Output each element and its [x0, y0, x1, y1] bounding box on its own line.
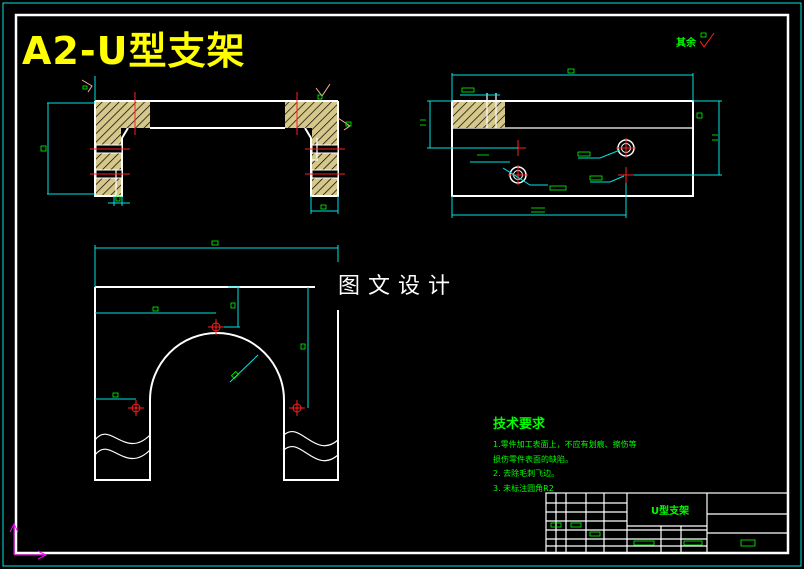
roughness-symbol-icon: [699, 32, 715, 48]
tech-requirements: 技术要求 1.零件加工表面上，不应有划痕、擦伤等 损伤零件表面的缺陷。 2. 去…: [493, 416, 637, 493]
tech-requirement-item-3: 2. 去除毛刺飞边。: [493, 468, 559, 478]
inner-border: [14, 13, 790, 555]
roughness-note-label: 其余: [676, 36, 697, 49]
section-hatch-left-top: [96, 102, 150, 128]
side-view: [420, 68, 722, 218]
section-hatch-right-leg: [312, 128, 337, 195]
tech-requirement-item-4: 3. 未标注圆角R2: [493, 483, 554, 493]
title-block: U型支架: [545, 492, 789, 554]
watermark-text: 图文设计: [338, 274, 458, 299]
ucs-axis-icon: [9, 522, 48, 560]
tech-requirement-item-1: 1.零件加工表面上，不应有划痕、擦伤等: [493, 439, 637, 449]
roughness-note: 其余: [676, 32, 715, 49]
tech-requirements-heading: 技术要求: [493, 416, 546, 432]
roughness-value-icon: [700, 32, 707, 38]
title-block-part-name: U型支架: [651, 504, 689, 517]
section-hatch-right-top: [285, 102, 337, 128]
section-hatch-side: [453, 102, 505, 128]
drawing-title: A2-U型支架: [22, 29, 245, 73]
section-hatch-left-leg: [96, 128, 121, 195]
front-view: [40, 76, 352, 214]
tech-requirement-item-2: 损伤零件表面的缺陷。: [493, 454, 573, 464]
plan-view: [94, 240, 339, 481]
